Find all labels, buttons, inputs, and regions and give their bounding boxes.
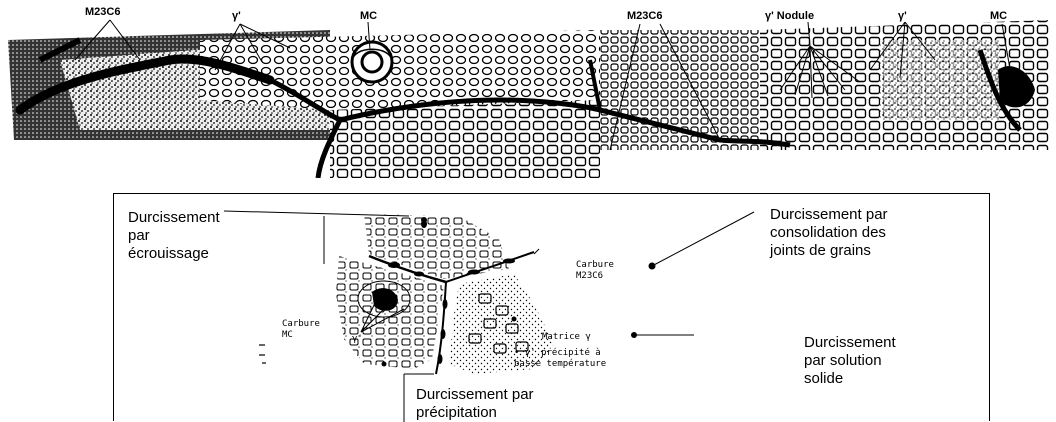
micrograph-sketch: M23C6 γ' MC M23C6 γ' Nodule γ' MC (0, 0, 1056, 178)
leader-work-hardening-h (224, 211, 409, 216)
callout-grain-boundary: Durcissement par consolidation des joint… (770, 206, 888, 260)
micrograph-drawing (0, 0, 1056, 178)
label-m23c6-right: M23C6 (627, 10, 662, 22)
strengthening-schematic: Durcissement par écrouissage Durcissemen… (113, 193, 990, 421)
label-m23c6-left: M23C6 (85, 6, 120, 18)
callout-precipitation: Durcissement par précipitation (416, 386, 534, 422)
label-gamma-prime-nodule: γ' Nodule (765, 10, 814, 22)
label-gamma-prime: γ' (352, 334, 363, 345)
label-matrix: Matrice γ (542, 332, 591, 343)
label-carbide-mc: Carbure MC (282, 319, 320, 341)
label-gamma-prime-left: γ' (232, 10, 241, 22)
label-mc-right: MC (990, 10, 1007, 22)
label-carbide-m23c6: Carbure M23C6 (576, 260, 614, 282)
label-gamma-prime-right: γ' (898, 10, 907, 22)
leader-carbide-m23c6 (534, 249, 539, 254)
label-mc-left: MC (360, 10, 377, 22)
callout-work-hardening: Durcissement par écrouissage (128, 209, 220, 263)
callout-solid-solution: Durcissement par solution solide (804, 334, 896, 388)
label-precipitate: • γ' précipité à basse température (514, 348, 606, 370)
leader-grain-boundary (652, 212, 754, 266)
